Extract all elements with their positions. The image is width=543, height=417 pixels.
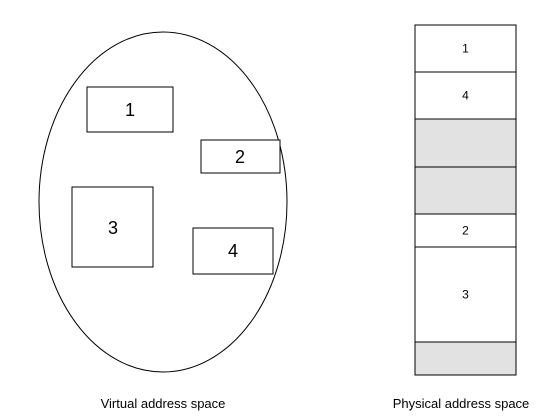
- physical-segment-3: [414, 118, 517, 168]
- virtual-block-2: 2: [200, 139, 281, 174]
- physical-segment-1-label: 1: [462, 42, 469, 56]
- virtual-space-caption: Virtual address space: [101, 396, 226, 411]
- virtual-block-4: 4: [192, 227, 274, 275]
- physical-space-caption: Physical address space: [393, 396, 530, 411]
- physical-segments: 1 4 2 3: [414, 24, 517, 376]
- virtual-block-2-rect: [200, 139, 281, 174]
- physical-address-space: 1 4 2 3 Physical address space: [393, 24, 530, 411]
- physical-segment-6-label: 3: [462, 288, 469, 302]
- virtual-block-2-label: 2: [235, 147, 245, 167]
- virtual-block-1-rect: [86, 86, 174, 133]
- virtual-address-space: 1 2 3 4 Virtual address space: [38, 31, 288, 411]
- virtual-block-4-label: 4: [228, 241, 238, 261]
- virtual-block-4-rect: [192, 227, 274, 275]
- virtual-block-1: 1: [86, 86, 174, 133]
- virtual-block-1-label: 1: [125, 100, 135, 120]
- physical-segment-2-label: 4: [462, 89, 469, 103]
- physical-segment-6: [414, 246, 517, 343]
- physical-segment-7: [414, 341, 517, 376]
- physical-segment-5-label: 2: [462, 224, 469, 238]
- physical-segment-4: [414, 166, 517, 215]
- virtual-block-3-rect: [71, 186, 154, 268]
- physical-segment-5: [414, 213, 517, 248]
- virtual-block-3: 3: [71, 186, 154, 268]
- virtual-block-3-label: 3: [108, 218, 118, 238]
